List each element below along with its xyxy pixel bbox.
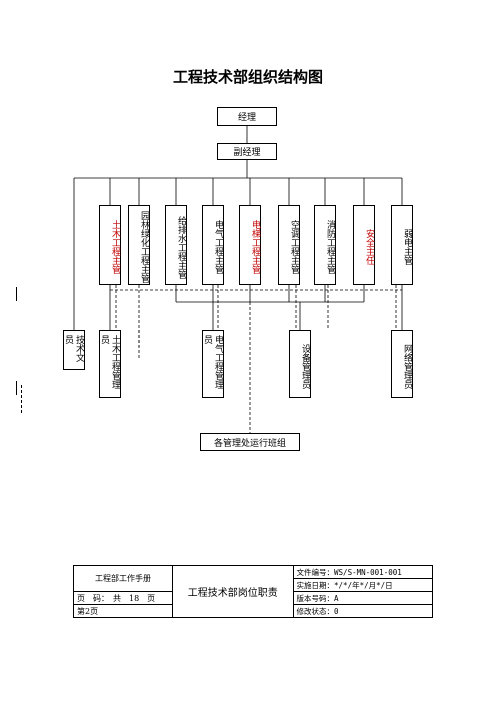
footer-page-current: 第2页 xyxy=(73,604,173,618)
node-elevator-supervisor: 电梯工程主管 xyxy=(239,205,261,285)
node-hvac-supervisor: 空调工程主管 xyxy=(278,205,300,285)
footer-manual: 工程部工作手册 xyxy=(73,565,173,592)
node-manager: 经理 xyxy=(217,107,277,126)
node-landscape-supervisor: 园林绿化工程主管 xyxy=(128,205,150,285)
footer-page-total: 页 码： 共 18 页 xyxy=(73,591,173,605)
margin-mark-1 xyxy=(16,287,17,301)
footer-doc-title: 工程技术部岗位职责 xyxy=(172,565,294,618)
footer-doc-no: 文件编号：WS/S-MN-001-001 xyxy=(292,565,434,579)
node-plumbing-supervisor: 给排水工程主管 xyxy=(165,205,187,285)
node-deputy: 副经理 xyxy=(217,143,277,160)
margin-mark-2 xyxy=(16,381,17,395)
footer-revision: 修改状态：0 xyxy=(292,604,434,618)
node-tech-clerk: 技术文员 xyxy=(63,330,85,370)
node-manager-label: 经理 xyxy=(237,113,256,123)
footer-date: 实施日期：*/*/年*/月*/日 xyxy=(292,578,434,592)
node-electrical-supervisor: 电气工程主管 xyxy=(202,205,224,285)
node-equipment-staff: 设备管理员 xyxy=(289,330,311,398)
footer-version: 版本号码：A xyxy=(292,591,434,605)
node-civil-supervisor: 土木工程主管 xyxy=(99,205,121,285)
margin-mark-3 xyxy=(21,385,23,413)
page-title: 工程技术部组织结构图 xyxy=(172,68,323,86)
node-safety-director: 安全主任 xyxy=(353,205,375,285)
node-network-staff: 网络管理员 xyxy=(391,330,413,398)
node-site-teams: 各管理处运行班组 xyxy=(200,433,300,451)
node-fire-supervisor: 消防工程主管 xyxy=(314,205,336,285)
node-civil-staff: 土木工程管理员 xyxy=(99,330,121,398)
node-deputy-label: 副经理 xyxy=(233,148,261,158)
node-electrical-staff: 电气工程管理员 xyxy=(202,330,224,398)
document-footer-table: 工程部工作手册 工程技术部岗位职责 文件编号：WS/S-MN-001-001 实… xyxy=(73,565,434,618)
node-lowvoltage-supervisor: 弱电主管 xyxy=(391,205,413,285)
